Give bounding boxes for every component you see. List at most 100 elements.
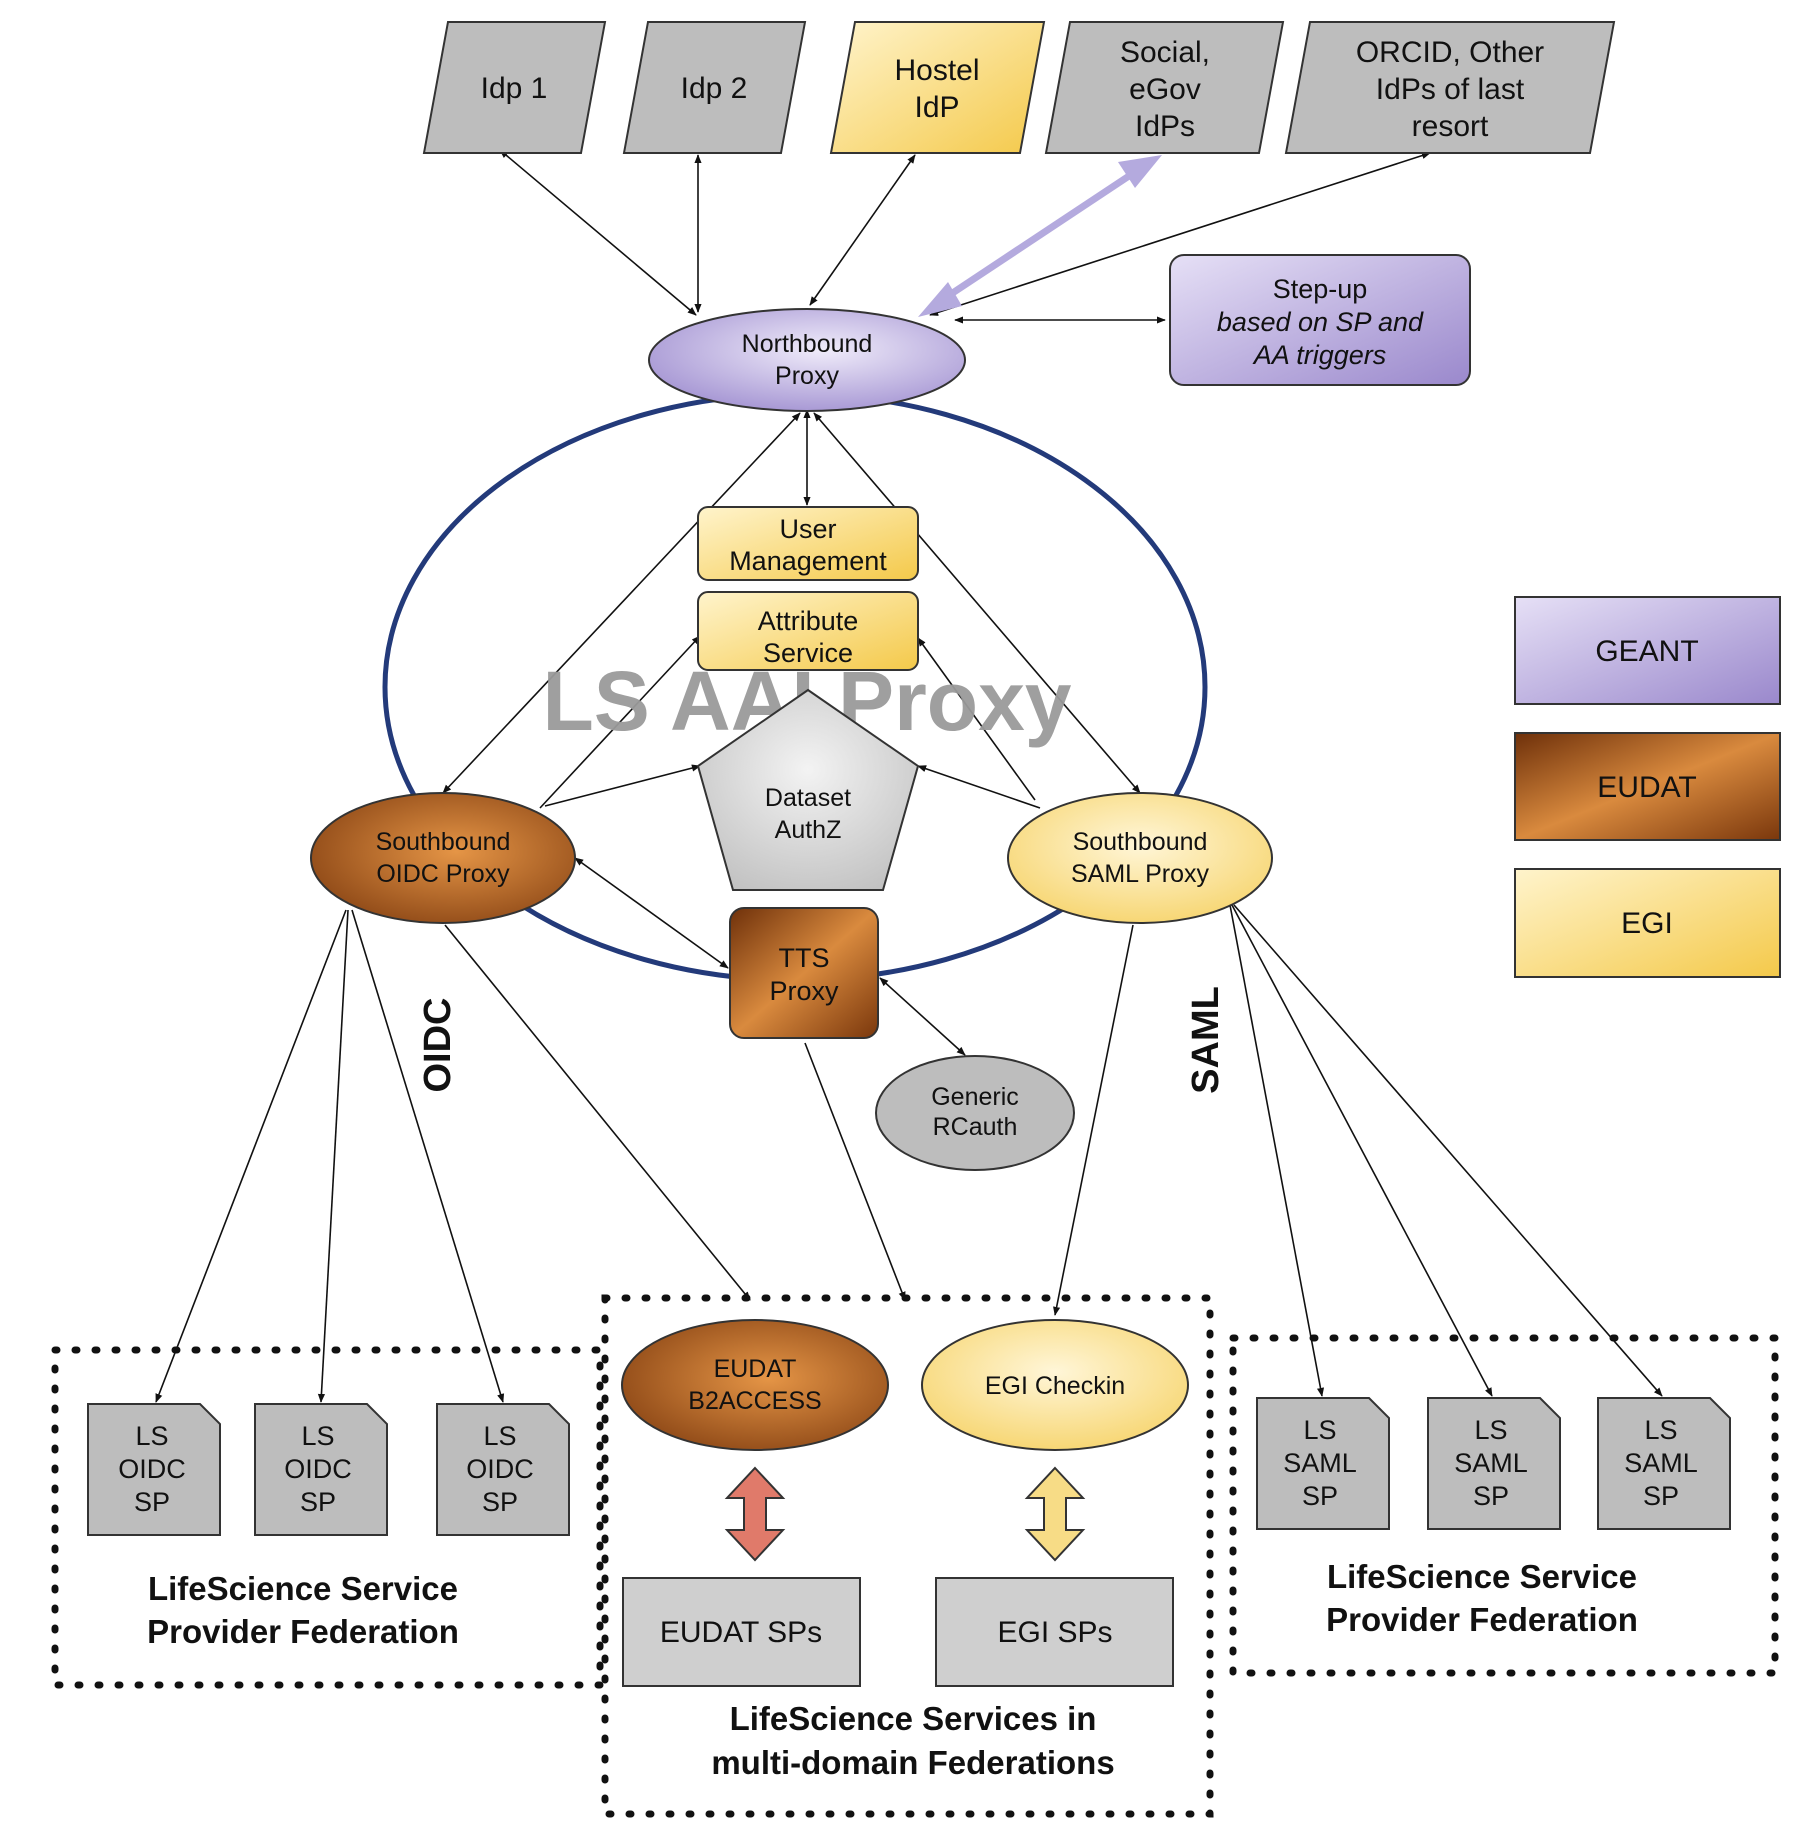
legend-eudat-label: EUDAT xyxy=(1597,771,1696,804)
federation-middle-box xyxy=(601,1294,1214,1818)
egi-checkin[interactable]: EGI Checkin xyxy=(921,1319,1189,1451)
northbound-line2: Proxy xyxy=(775,362,839,390)
idp-1[interactable]: Idp 1 xyxy=(422,21,607,154)
southbound-saml-proxy[interactable]: Southbound SAML Proxy xyxy=(1007,792,1273,924)
idp-row: Idp 1 Idp 2 Hostel IdP Social, eGov IdPs… xyxy=(422,21,1616,154)
saml-sp-1-line2: SAML xyxy=(1283,1448,1357,1478)
generic-rcauth[interactable]: Generic RCauth xyxy=(875,1055,1075,1171)
oidc-sp-2[interactable]: LS OIDC SP xyxy=(254,1403,388,1536)
oidc-sp-2-line3: SP xyxy=(300,1487,336,1517)
saml-sp-2[interactable]: LS SAML SP xyxy=(1427,1397,1561,1530)
user-management-line1: User xyxy=(779,514,836,544)
southbound-saml-line2: SAML Proxy xyxy=(1071,860,1210,888)
federation-right-line1: LifeScience Service xyxy=(1327,1558,1637,1595)
idp-2[interactable]: Idp 2 xyxy=(622,21,807,154)
arrow-orcid-northbound xyxy=(929,152,1431,316)
arrow-saml-sp1 xyxy=(1229,904,1325,1397)
arrow-northbound-saml xyxy=(813,412,1141,794)
egi-sps[interactable]: EGI SPs xyxy=(935,1577,1174,1687)
eudat-double-arrow xyxy=(724,1466,786,1562)
saml-label: SAML xyxy=(1185,986,1227,1094)
oidc-sp-2-line2: OIDC xyxy=(284,1454,352,1484)
saml-sp-1[interactable]: LS SAML SP xyxy=(1256,1397,1390,1530)
idp-social[interactable]: Social, eGov IdPs xyxy=(1044,21,1285,154)
idp-social-line2: eGov xyxy=(1129,73,1201,106)
oidc-sp-1[interactable]: LS OIDC SP xyxy=(87,1403,221,1536)
arrow-social-head xyxy=(1118,155,1162,188)
saml-sp-1-line3: SP xyxy=(1302,1481,1338,1511)
user-management[interactable]: User Management xyxy=(697,506,919,581)
connections xyxy=(155,149,1663,1403)
arrow-northbound-head xyxy=(918,282,962,317)
arrow-saml-attribute xyxy=(917,637,1036,801)
saml-sp-3[interactable]: LS SAML SP xyxy=(1597,1397,1731,1530)
oidc-sp-3-line1: LS xyxy=(483,1421,516,1451)
idp-social-line3: IdPs xyxy=(1135,110,1195,143)
dataset-authz-line2: AuthZ xyxy=(775,816,842,844)
oidc-sp-3[interactable]: LS OIDC SP xyxy=(436,1403,570,1536)
legend-egi: EGI xyxy=(1514,868,1781,978)
northbound-line1: Northbound xyxy=(742,330,873,358)
oidc-sp-3-line3: SP xyxy=(482,1487,518,1517)
arrow-northbound-oidc xyxy=(442,412,801,794)
southbound-oidc-line2: OIDC Proxy xyxy=(376,860,510,888)
northbound-proxy[interactable]: Northbound Proxy xyxy=(648,308,966,412)
oidc-sp-1-line1: LS xyxy=(135,1421,168,1451)
rcauth-line1: Generic xyxy=(931,1083,1019,1111)
arrow-oidc-sp3 xyxy=(351,909,505,1403)
stepup-line3: AA triggers xyxy=(1252,340,1387,370)
eudat-sps[interactable]: EUDAT SPs xyxy=(622,1577,861,1687)
southbound-saml-line1: Southbound xyxy=(1073,828,1208,856)
arrow-tts-rcauth xyxy=(879,977,966,1056)
idp-orcid-line3: resort xyxy=(1412,110,1489,143)
arrow-idp1-northbound xyxy=(499,149,697,316)
eudat-sps-label: EUDAT SPs xyxy=(660,1616,822,1649)
legend-egi-label: EGI xyxy=(1621,907,1673,940)
oidc-sp-1-line3: SP xyxy=(134,1487,170,1517)
stepup-box[interactable]: Step-up based on SP and AA triggers xyxy=(1169,254,1471,386)
stepup-line1: Step-up xyxy=(1273,274,1368,304)
southbound-oidc-proxy[interactable]: Southbound OIDC Proxy xyxy=(310,792,576,924)
dataset-authz-line1: Dataset xyxy=(765,784,851,812)
egi-double-arrow xyxy=(1024,1466,1086,1562)
arrow-oidc-tts xyxy=(574,857,729,969)
arrow-oidc-b2access xyxy=(444,924,751,1301)
egi-checkin-label: EGI Checkin xyxy=(985,1372,1125,1400)
attribute-service-line1: Attribute xyxy=(758,606,859,636)
tts-proxy[interactable]: TTS Proxy xyxy=(729,907,879,1039)
federation-middle-line2: multi-domain Federations xyxy=(711,1744,1114,1781)
rcauth-line2: RCauth xyxy=(933,1113,1018,1141)
arrow-social-northbound-thick xyxy=(940,169,1137,303)
legend-eudat: EUDAT xyxy=(1514,732,1781,841)
saml-sp-3-line1: LS xyxy=(1644,1415,1677,1445)
arrow-oidc-sp1 xyxy=(155,909,347,1403)
saml-sp-3-line2: SAML xyxy=(1624,1448,1698,1478)
legend-geant: GEANT xyxy=(1514,596,1781,705)
federation-right-line2: Provider Federation xyxy=(1326,1601,1638,1638)
oidc-sp-1-line2: OIDC xyxy=(118,1454,186,1484)
stepup-line2: based on SP and xyxy=(1217,307,1424,337)
eudat-b2access[interactable]: EUDAT B2ACCESS xyxy=(621,1319,889,1451)
idp-orcid[interactable]: ORCID, Other IdPs of last resort xyxy=(1284,21,1616,154)
arrow-saml-egicheckin xyxy=(1053,924,1134,1316)
oidc-sp-2-line1: LS xyxy=(301,1421,334,1451)
idp-2-label: Idp 2 xyxy=(681,72,748,105)
tts-proxy-line1: TTS xyxy=(779,943,830,973)
oidc-label: OIDC xyxy=(417,998,459,1093)
saml-sp-3-line3: SP xyxy=(1643,1481,1679,1511)
saml-sp-2-line1: LS xyxy=(1474,1415,1507,1445)
dataset-authz[interactable]: Dataset AuthZ xyxy=(696,688,920,891)
saml-sp-1-line1: LS xyxy=(1303,1415,1336,1445)
idp-social-line1: Social, xyxy=(1120,36,1210,69)
attribute-service-line2: Service xyxy=(763,638,853,668)
idp-hostel[interactable]: Hostel IdP xyxy=(829,21,1046,154)
saml-sp-2-line2: SAML xyxy=(1454,1448,1528,1478)
arrow-oidc-sp2 xyxy=(317,909,349,1403)
federation-left-line1: LifeScience Service xyxy=(148,1570,458,1607)
legend-geant-label: GEANT xyxy=(1595,635,1698,668)
attribute-service[interactable]: Attribute Service xyxy=(697,591,919,671)
idp-hostel-line1: Hostel xyxy=(894,54,979,87)
eudat-b2access-line1: EUDAT xyxy=(714,1355,797,1383)
southbound-oidc-line1: Southbound xyxy=(376,828,511,856)
